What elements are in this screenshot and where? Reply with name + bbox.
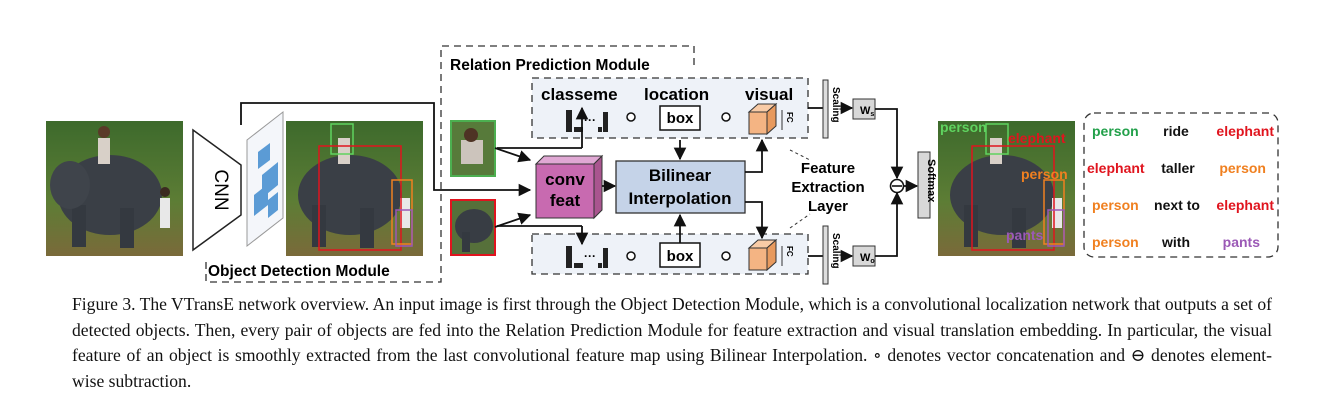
- input-image: [46, 121, 183, 256]
- svg-text:taller: taller: [1161, 160, 1195, 176]
- scaling-bottom: Scaling: [808, 225, 841, 285]
- conv-feat-block: conv feat: [534, 154, 604, 220]
- location-box: [659, 242, 701, 268]
- scaling-top: Scaling: [808, 79, 841, 139]
- scaling-label: Scaling: [830, 87, 841, 123]
- conv-feat-label-line2: feat: [550, 191, 581, 210]
- location-box: [659, 105, 701, 131]
- cnn-block: CNN: [192, 128, 242, 252]
- svg-text:person: person: [1219, 160, 1266, 176]
- concat-symbol: [626, 112, 636, 122]
- detected-label-person: person: [940, 119, 987, 135]
- bbox-red: [318, 145, 402, 251]
- concat-symbol: [626, 251, 636, 261]
- detected-image: [286, 121, 423, 256]
- detected-label-elephant: elephant: [1008, 130, 1066, 146]
- svg-text:elephant: elephant: [1216, 197, 1274, 213]
- fc-label: FC: [785, 112, 794, 123]
- caption-text: The VTransE network overview. An input i…: [72, 294, 1272, 391]
- svg-text:···: ···: [584, 249, 596, 263]
- figure-caption: Figure 3.The VTransE network overview. A…: [72, 292, 1272, 394]
- object-crop: [450, 199, 496, 256]
- box-label: box: [667, 110, 694, 127]
- crop-connector: [240, 102, 532, 197]
- visual-label: visual: [745, 85, 793, 104]
- vtranse-figure: CNN Object Detection Module Relation Pre…: [46, 45, 1279, 285]
- feature-extraction-line1: Feature: [801, 160, 855, 177]
- svg-text:pants: pants: [1223, 234, 1261, 250]
- feature-map-icon: [246, 110, 284, 248]
- object-detection-label: Object Detection Module: [208, 263, 390, 280]
- ws-label: Ws: [860, 105, 874, 118]
- svg-text:person: person: [1092, 197, 1139, 213]
- svg-text:elephant: elephant: [1087, 160, 1145, 176]
- fc-label: FC: [785, 246, 794, 257]
- subtraction-symbol: [889, 178, 905, 194]
- scaling-label: Scaling: [830, 233, 841, 269]
- relation-prediction-label: Relation Prediction Module: [450, 57, 650, 74]
- box-label: box: [667, 248, 694, 265]
- wo-block: Wo: [852, 245, 876, 267]
- wo-label: Wo: [860, 252, 875, 265]
- triple-row: elephant taller person: [1087, 160, 1266, 176]
- output-image: person elephant person pants: [938, 119, 1075, 256]
- svg-text:next to: next to: [1154, 197, 1200, 213]
- detected-label-person: person: [1021, 166, 1068, 182]
- bilinear-label-line2: Interpolation: [629, 189, 732, 208]
- svg-text:person: person: [1092, 234, 1139, 250]
- cnn-label: CNN: [210, 169, 231, 210]
- visual-cube-icon: [747, 238, 778, 272]
- triple-row: person ride elephant: [1092, 123, 1274, 139]
- feature-extraction-line2: Extraction: [791, 179, 864, 196]
- object-detection-frame: [205, 45, 695, 283]
- caption-label: Figure 3.: [72, 294, 136, 314]
- bbox-green: [330, 123, 354, 155]
- svg-text:person: person: [1092, 123, 1139, 139]
- classeme-label: classeme: [541, 85, 618, 104]
- conv-feat-label-line1: conv: [545, 170, 585, 189]
- triples-frame: [1083, 112, 1279, 258]
- svg-text:···: ···: [584, 113, 596, 127]
- concat-symbol: [721, 251, 731, 261]
- location-label: location: [644, 85, 709, 104]
- svg-text:elephant: elephant: [1216, 123, 1274, 139]
- triple-row: person next to elephant: [1092, 197, 1274, 213]
- softmax-block: Softmax: [917, 151, 937, 219]
- classeme-histogram-icon: ···: [566, 246, 608, 268]
- svg-text:ride: ride: [1163, 123, 1189, 139]
- bilinear-label-line1: Bilinear: [649, 166, 712, 185]
- softmax-label: Softmax: [925, 159, 937, 203]
- bilinear-interpolation-block: Bilinear Interpolation: [615, 160, 746, 214]
- feature-extraction-line3: Layer: [808, 198, 848, 215]
- object-feature-panel: ··· box FC: [531, 233, 809, 275]
- ws-block: Ws: [852, 98, 876, 120]
- svg-text:with: with: [1161, 234, 1190, 250]
- subject-feature-panel: classeme location visual ··· box FC: [531, 77, 809, 139]
- detected-label-pants: pants: [1006, 227, 1044, 243]
- visual-cube-icon: [747, 102, 778, 136]
- bbox-purple: [395, 209, 413, 247]
- concat-symbol: [721, 112, 731, 122]
- subject-crop: [450, 120, 496, 177]
- triple-row: person with pants: [1092, 234, 1260, 250]
